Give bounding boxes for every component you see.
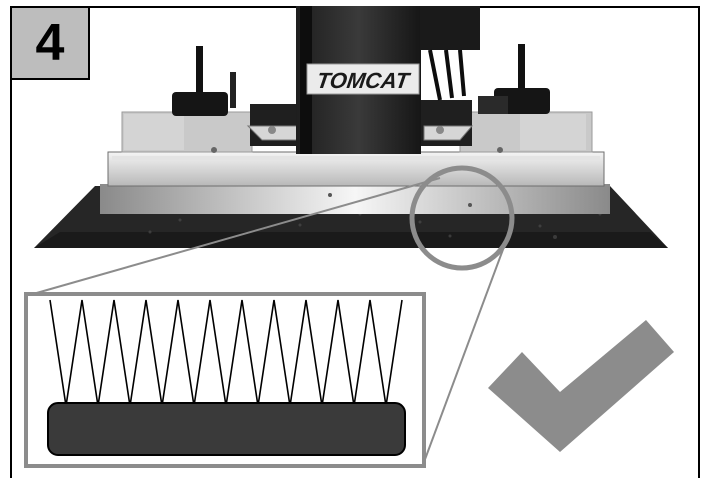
pad-block bbox=[47, 402, 406, 456]
step-number: 4 bbox=[35, 14, 65, 72]
lower-rail bbox=[100, 184, 610, 214]
step-number-box: 4 bbox=[10, 6, 90, 80]
brand-label bbox=[306, 63, 420, 95]
magnifier-circle bbox=[409, 165, 515, 271]
checkmark-icon bbox=[488, 320, 674, 452]
brand-text: TOMCAT bbox=[315, 68, 413, 93]
